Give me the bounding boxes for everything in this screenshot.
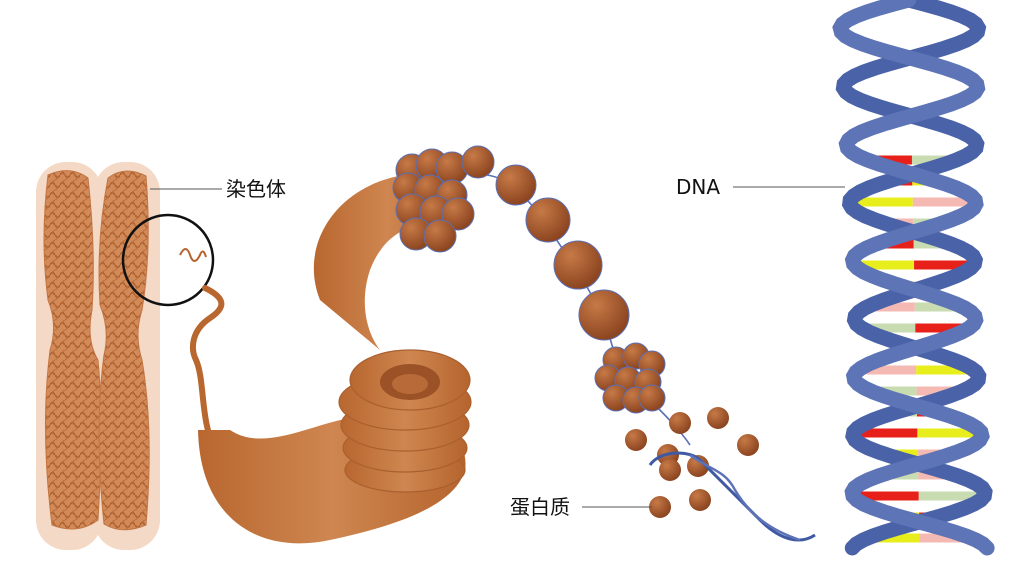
label-protein: 蛋白质 xyxy=(510,495,652,519)
protein-bead xyxy=(707,407,729,429)
nucleosome-bead xyxy=(638,384,666,412)
chromosome xyxy=(36,162,215,550)
protein-bead xyxy=(689,489,711,511)
label-dna: DNA xyxy=(676,175,845,199)
protein-bead xyxy=(659,459,681,481)
nucleosome-bead xyxy=(441,197,475,231)
nucleosome-bead xyxy=(423,219,457,253)
protein-bead xyxy=(737,434,759,456)
chromosome-body xyxy=(43,170,150,531)
coil-ring-hole xyxy=(392,374,428,394)
chromatin-fiber xyxy=(190,285,225,453)
nucleosome-bead xyxy=(525,197,571,243)
nucleosome-chain xyxy=(392,145,691,446)
dna-label: DNA xyxy=(676,175,720,199)
nucleosome-bead xyxy=(495,164,537,206)
chromosome-label: 染色体 xyxy=(226,177,286,201)
magnifier-circle xyxy=(121,213,215,307)
nucleosome-bead xyxy=(578,289,630,341)
free-proteins xyxy=(625,407,759,518)
dna-double-helix xyxy=(832,0,995,556)
linker-dna xyxy=(648,451,816,542)
protein-bead xyxy=(687,455,709,477)
nucleosome-bead xyxy=(553,240,603,290)
magnifier-fiber xyxy=(179,248,207,262)
nucleosome-bead xyxy=(461,145,495,179)
protein-bead xyxy=(649,496,671,518)
dna-strand-a xyxy=(835,0,993,556)
protein-bead xyxy=(625,429,647,451)
chromatin-supercoil xyxy=(198,173,472,544)
protein-label: 蛋白质 xyxy=(510,495,570,519)
linker-dna-2 xyxy=(689,453,801,542)
protein-bead xyxy=(669,412,691,434)
dna-strand-b xyxy=(832,0,995,556)
label-chromosome: 染色体 xyxy=(150,177,286,201)
